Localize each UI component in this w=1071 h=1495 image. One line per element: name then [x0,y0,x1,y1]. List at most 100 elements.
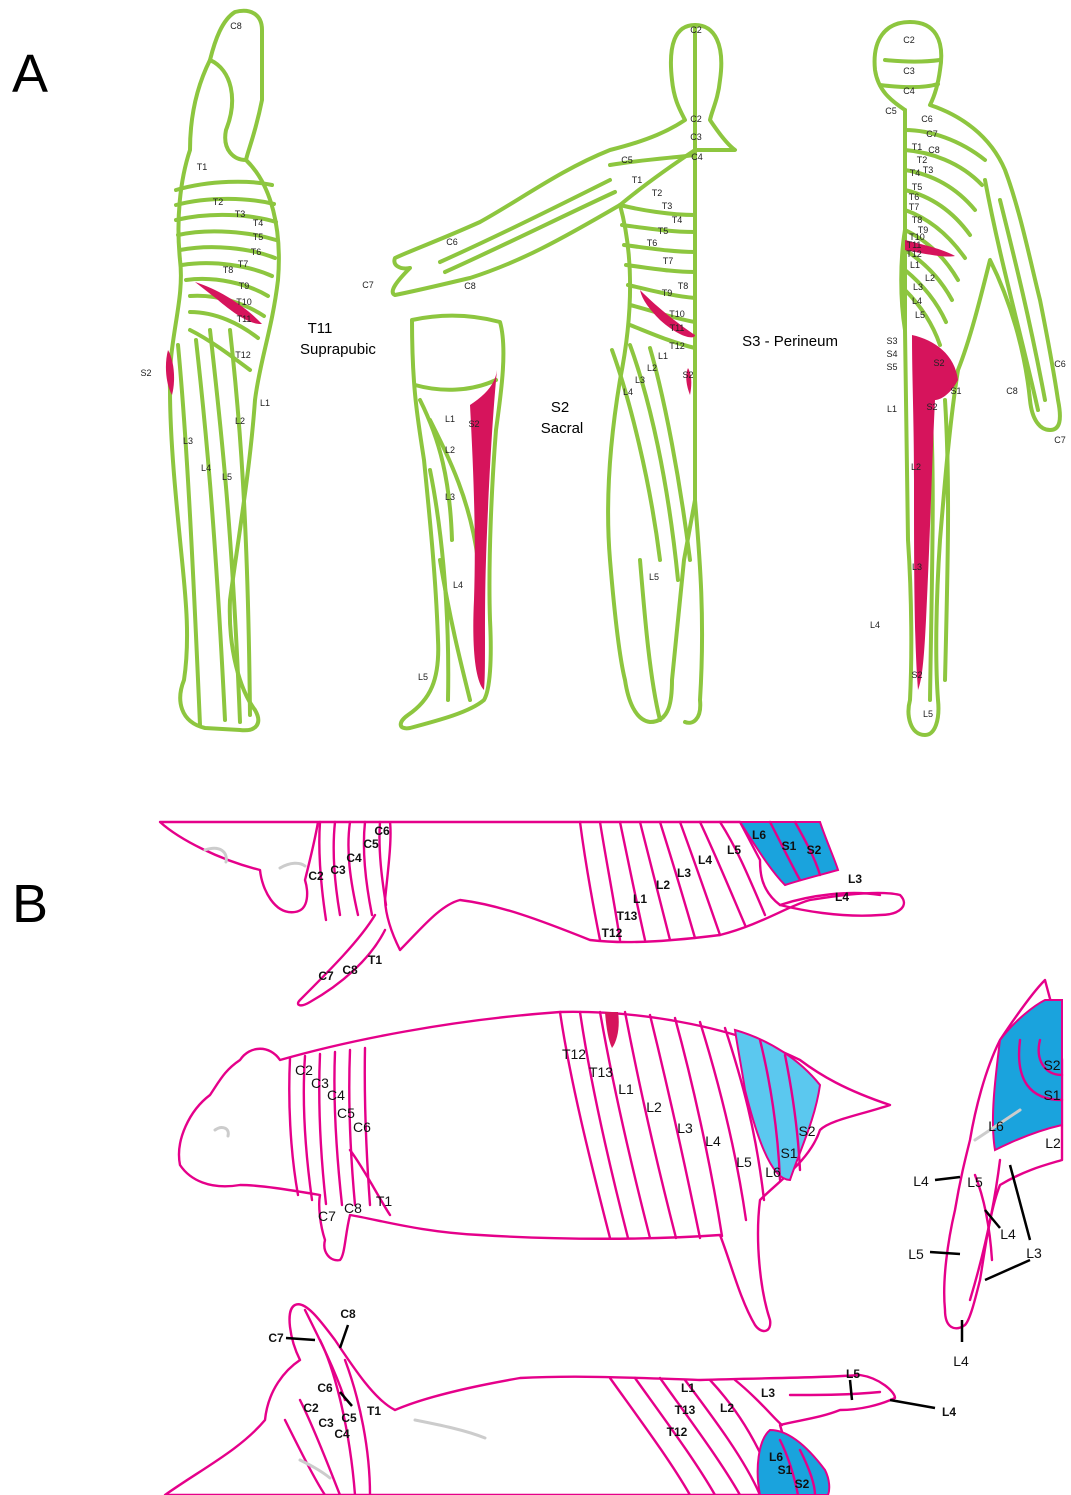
dermatome-label: S2 [468,419,479,429]
dermatome-label: S4 [886,349,897,359]
dermatome-label: L2 [235,416,245,426]
dermatome-label: T1 [376,1193,393,1209]
dermatome-label: L1 [658,351,668,361]
dermatome-label: C5 [621,155,633,165]
panel-b-letter: B [12,874,48,934]
dermatome-label: T13 [589,1064,613,1080]
dermatome-label: S2 [795,1477,810,1491]
dermatome-label: C7 [268,1331,284,1345]
dermatome-label: L1 [910,260,920,270]
dermatome-label: T6 [647,238,658,248]
dermatome-label: C6 [374,824,390,838]
dermatome-label: T8 [223,265,234,275]
dermatome-label: T1 [368,953,382,967]
dermatome-label: L5 [727,843,741,857]
dermatome-label: C4 [691,152,703,162]
dermatome-label: L6 [988,1118,1004,1134]
dermatome-label: C8 [928,145,940,155]
dermatome-label: T6 [909,192,920,202]
dermatome-label: T11 [670,323,685,333]
dermatome-label: T1 [912,142,923,152]
dermatome-label: L4 [835,890,849,904]
dermatome-label: T12 [906,249,922,259]
dermatome-label: L1 [681,1381,695,1395]
dermatome-label: C6 [921,114,933,124]
dermatome-label: T4 [910,168,921,178]
human-back-view: C2C3C4C5C6C7C8T1T2T3T4T5T6T7T8T9T10T11T1… [870,22,1066,735]
mouse-side-view: C2C3C4C5C6C7C8T1T12T13L1L2L3L4L5L6S1S2 [179,1012,890,1331]
dermatome-label: T1 [367,1404,381,1418]
dermatome-label: L1 [445,414,455,424]
mouse-top-view: C6C5C4C3C2C7C8T1L6S1S2L5L4L3L2L1T13T12L3… [160,822,904,1005]
dermatome-label: T4 [672,215,683,225]
dermatome-label: L3 [1026,1245,1042,1261]
dermatome-label: T12 [562,1046,586,1062]
dermatome-label: S2 [798,1123,815,1139]
dermatome-label: L5 [846,1367,860,1381]
dermatome-label: L2 [925,273,935,283]
dermatome-label: C3 [903,66,915,76]
dermatome-label: T3 [235,209,246,219]
caption-s2: S2 [551,399,569,416]
dermatome-label: L1 [260,398,270,408]
panel-a-letter: A [12,44,48,104]
dermatome-label: C4 [334,1427,350,1441]
dermatome-label: L1 [618,1081,634,1097]
dermatome-label: L4 [698,853,712,867]
dermatome-label: L3 [848,872,862,886]
dermatome-label: T13 [617,909,638,923]
dermatome-label: T7 [238,259,249,269]
dermatome-label: L3 [635,375,645,385]
dermatome-label: S2 [140,368,151,378]
dermatome-label: T11 [237,314,252,324]
dermatome-label: C8 [342,963,358,977]
dermatome-label: T1 [197,162,208,172]
dermatome-label: C2 [303,1401,319,1415]
dermatome-label: C2 [903,35,915,45]
dermatome-label: C2 [690,114,702,124]
caption-t11: T11 [308,320,333,337]
dermatome-label: L4 [201,463,211,473]
dermatome-label: T12 [602,926,623,940]
dermatome-label: L4 [870,620,880,630]
dermatome-label: L5 [222,472,232,482]
dermatome-label: T10 [669,309,685,319]
dermatome-label: L4 [453,580,463,590]
dermatome-label: L3 [912,562,922,572]
dermatome-label: L6 [769,1450,783,1464]
dermatome-label: C4 [903,86,915,96]
dermatome-label: L5 [736,1154,752,1170]
dermatome-label: C7 [318,969,334,983]
dermatome-label: L5 [649,572,659,582]
dermatome-label: L5 [908,1246,924,1262]
dermatome-label: T8 [912,215,923,225]
human-side-view: C8T1T2T3T4T5T6T7T8T9T10T11T12L1L2L3L4L5S… [140,11,278,730]
dermatome-label: S1 [1043,1087,1060,1103]
dermatome-label: C8 [1006,386,1018,396]
dermatome-label: L2 [445,445,455,455]
dermatome-label: L3 [677,866,691,880]
dermatome-label: L5 [915,310,925,320]
dermatome-label: T9 [662,288,673,298]
dermatome-label: L5 [967,1174,983,1190]
dermatome-label: S1 [950,386,961,396]
dermatome-label: S2 [807,843,822,857]
dermatome-label: T3 [662,201,673,211]
dermatome-label: C6 [1054,359,1066,369]
dermatome-label: C8 [230,21,242,31]
caption-s2-sub: Sacral [541,420,584,437]
dermatome-label: C3 [690,132,702,142]
dermatome-label: L3 [445,492,455,502]
dermatome-label: T2 [917,155,928,165]
dermatome-label: T1 [632,175,643,185]
dermatome-label: T5 [253,232,264,242]
dermatome-label: C7 [926,129,938,139]
dermatome-label: C3 [318,1416,334,1430]
dermatome-label: T2 [652,188,663,198]
dermatome-label: T4 [253,218,264,228]
dermatome-label: L5 [418,672,428,682]
